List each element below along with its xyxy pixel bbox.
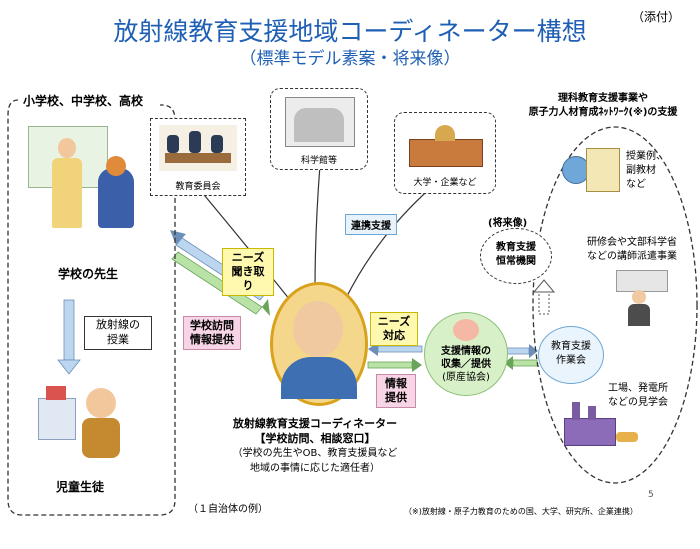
materials-line-3: など [626, 179, 646, 190]
training-illustration [612, 270, 672, 326]
needs-response-box: ニーズ 対応 [370, 312, 418, 346]
needs-hearing-line-2: 聞き取り [231, 265, 265, 292]
info-center-line-1: 支援情報の [441, 346, 491, 357]
arrow-future-up [532, 279, 556, 315]
teacher-illustration [28, 118, 138, 240]
page-title: 放射線教育支援地域コーディネーター構想 [113, 17, 587, 46]
lesson-box: 放射線の 授業 [84, 316, 152, 350]
support-program-line-1: 理科教育支援事業や [558, 93, 648, 104]
attachment-label: （添付） [632, 10, 681, 24]
coordinator-portrait [270, 282, 368, 406]
info-provide-box: 情報 提供 [376, 374, 416, 408]
coordinator-desc-1: （学校の先生やOB、教育支援員など [232, 448, 398, 459]
support-program: 理科教育支援事業や 原子力人材育成ﾈｯﾄﾜｰｸ(※)の支援 [510, 92, 696, 120]
permanent-body-circle: 教育支援 恒常機関 [480, 228, 552, 284]
materials-text: 授業例、 副教材 など [626, 150, 666, 192]
page-number: 5 [648, 490, 654, 500]
cooperation-label: 連携支援 [345, 214, 397, 235]
schools-container [7, 99, 176, 516]
science-museum-box: 科学館等 [270, 88, 368, 170]
education-board-label: 教育委員会 [175, 182, 221, 192]
line-university [344, 179, 441, 301]
coordinator-desc-2: 地域の事情に応じた適任者） [250, 463, 380, 474]
footnote-right: （※)放射線・原子力教育のための国、大学、研究所、企業連携） [404, 507, 638, 516]
materials-illustration [560, 148, 622, 198]
coordinator-role: 【学校訪問、相談窓口】 [254, 432, 376, 445]
footnote-left: （１自治体の例） [188, 504, 268, 515]
line-museum [314, 164, 321, 291]
training-line-1: 研修会や文部科学省 [587, 237, 677, 248]
coordinator-body [281, 357, 357, 399]
needs-response-line-1: ニーズ [377, 315, 411, 328]
coordinator-face [293, 301, 343, 357]
permanent-line-1: 教育支援 [496, 242, 536, 253]
education-board-box: 教育委員会 [150, 118, 246, 196]
needs-response-line-2: 対応 [383, 329, 405, 342]
arrow-center-group [504, 344, 538, 370]
coordinator-title: 放射線教育支援コーディネーター [232, 417, 398, 430]
arrow-teacher-students [57, 299, 81, 375]
training-line-2: などの講師派遣事業 [587, 251, 677, 262]
support-group-line-1: 教育支援 [551, 341, 591, 352]
support-group-circle: 教育支援 作業会 [538, 326, 604, 384]
materials-line-2: 副教材 [626, 165, 656, 176]
arrow-coordinator-center [367, 342, 423, 372]
page-subtitle: （標準モデル素案・将来像） [239, 49, 461, 69]
support-group-line-2: 作業会 [556, 355, 586, 366]
schools-label: 小学校、中学校、高校 [20, 92, 147, 109]
needs-hearing-line-1: ニーズ [231, 251, 265, 264]
tours-text: 工場、発電所 などの見学会 [590, 382, 686, 410]
tours-line-1: 工場、発電所 [608, 383, 668, 394]
training-text: 研修会や文部科学省 などの講師派遣事業 [568, 236, 696, 264]
students-label: 児童生徒 [56, 480, 105, 494]
museum-illustration [285, 97, 355, 147]
lesson-line-2: 授業 [107, 333, 129, 346]
factory-illustration [562, 400, 640, 446]
permanent-line-2: 恒常機関 [496, 256, 536, 267]
info-provide-line-2: 提供 [385, 391, 407, 404]
university-illustration [405, 121, 485, 167]
info-center-circle: 支援情報の 収集／提供 (原産協会) [424, 312, 508, 396]
school-visit-box: 学校訪問 情報提供 [183, 316, 241, 350]
needs-hearing-box: ニーズ 聞き取り [222, 248, 274, 296]
info-center-icon [453, 319, 479, 341]
tours-line-2: などの見学会 [608, 397, 668, 408]
info-center-line-2: 収集／提供 [441, 359, 491, 370]
future-label: (将来像) [488, 218, 528, 229]
materials-line-1: 授業例、 [626, 151, 666, 162]
info-center-line-3: (原産協会) [442, 372, 490, 383]
support-ellipse [532, 126, 698, 484]
line-board [199, 189, 291, 301]
coordinator-text: 放射線教育支援コーディネーター 【学校訪問、相談窓口】 （学校の先生やOB、教育… [200, 416, 430, 476]
university-label: 大学・企業など [413, 178, 477, 188]
teacher-label: 学校の先生 [58, 267, 119, 281]
meeting-illustration [159, 125, 237, 171]
student-illustration [38, 378, 148, 468]
support-program-line-2: 原子力人材育成ﾈｯﾄﾜｰｸ(※)の支援 [528, 107, 678, 118]
school-visit-line-1: 学校訪問 [190, 319, 234, 332]
science-museum-label: 科学館等 [300, 156, 337, 166]
info-provide-line-1: 情報 [385, 377, 407, 390]
university-box: 大学・企業など [394, 112, 496, 194]
school-visit-line-2: 情報提供 [190, 333, 234, 346]
lesson-line-1: 放射線の [96, 318, 140, 331]
